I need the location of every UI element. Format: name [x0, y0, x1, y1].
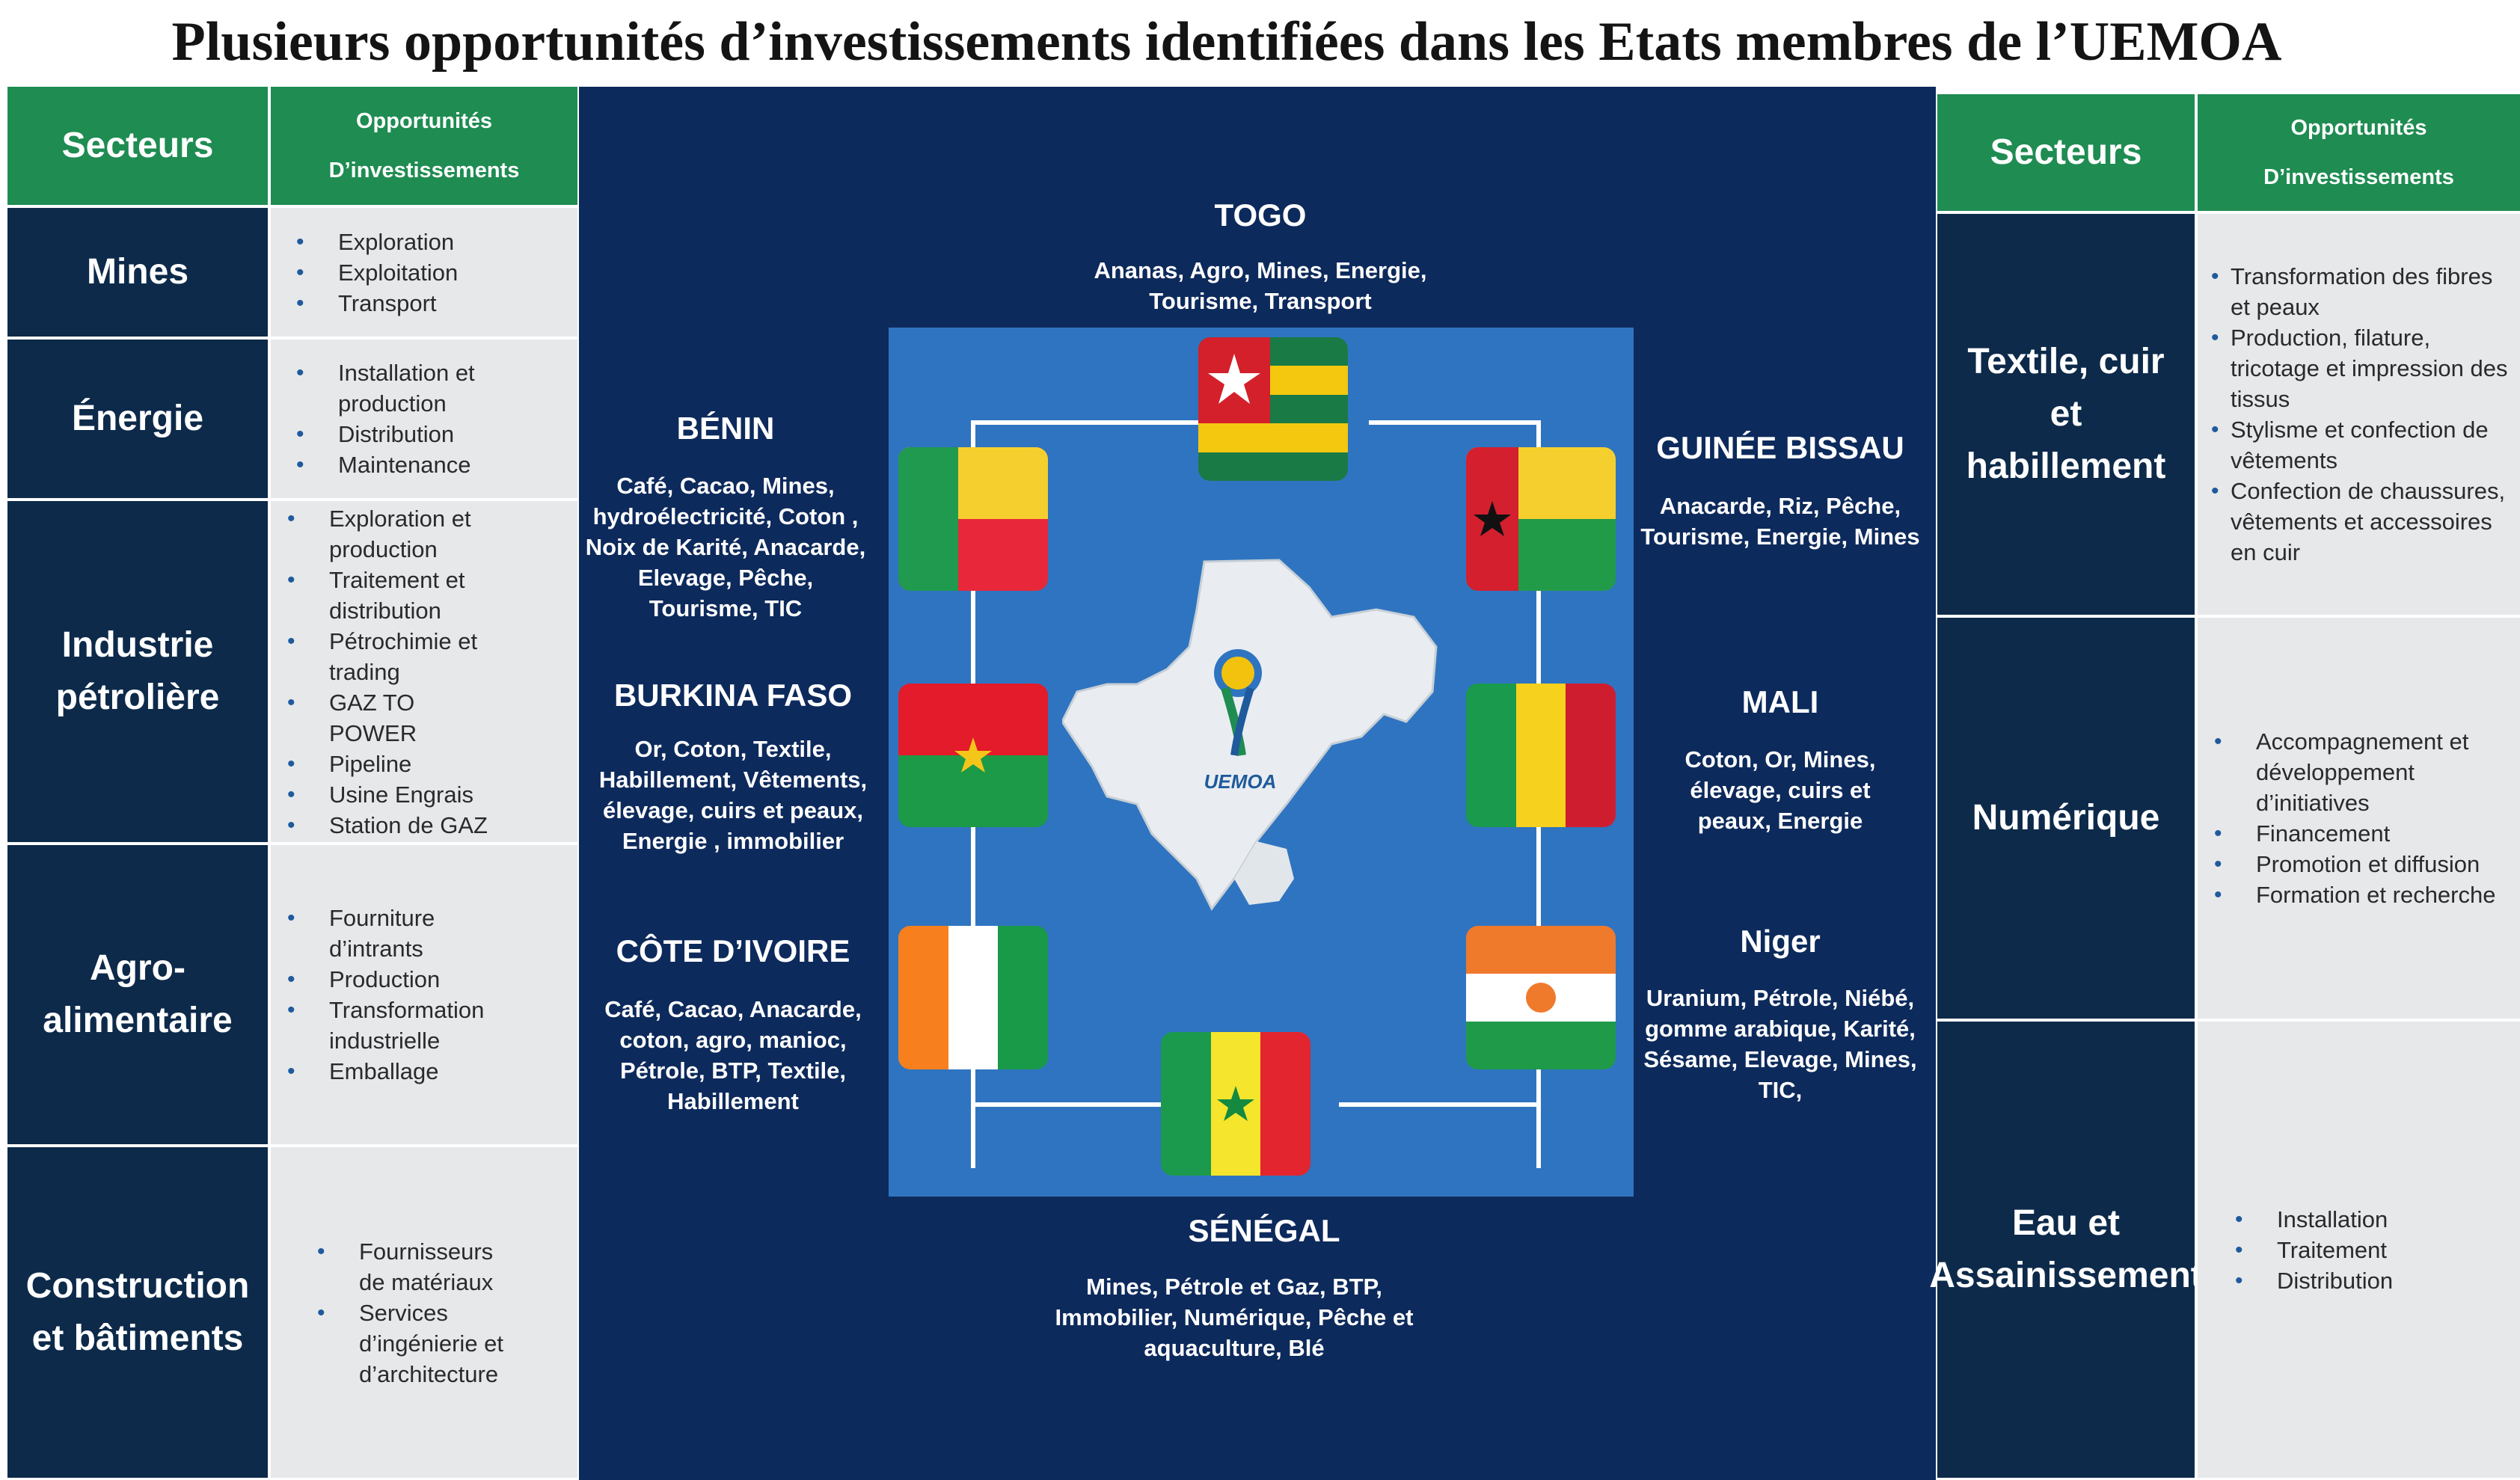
country-list-burkina: Or, Coton, Textile, Habillement, Vêtemen…: [598, 736, 868, 854]
country-name-benin: BÉNIN: [676, 411, 775, 446]
header-secteurs: Secteurs: [7, 87, 268, 205]
country-list-benin: Café, Cacao, Mines, hydroélectricité, Co…: [585, 473, 866, 621]
flag-guinee-bissau: [1466, 447, 1616, 591]
sector-row-energie: Énergie Installation et production Distr…: [7, 337, 577, 498]
country-list-guinee: Anacarde, Riz, Pêche, Tourisme, Energie,…: [1640, 493, 1920, 550]
sector-name: Numérique: [1937, 615, 2195, 1019]
sector-opportunities: Exploration Exploitation Transport: [271, 205, 577, 337]
country-name-burkina: BURKINA FASO: [613, 678, 853, 713]
flag-togo: [1198, 337, 1348, 481]
header-opportunites: Opportunités D’investissements: [271, 87, 577, 205]
sector-opportunities: Fournisseurs de matériaux Services d’ing…: [271, 1144, 577, 1478]
sector-row-construction: Construction et bâtiments Fournisseurs d…: [7, 1144, 577, 1478]
frame-line-top-right: [1369, 420, 1539, 425]
frame-line-bottom-left: [971, 1102, 1165, 1107]
country-name-guinee: GUINÉE BISSAU: [1656, 430, 1904, 465]
sector-name: Textile, cuir et habillement: [1937, 211, 2195, 615]
sector-opportunities: Accompagnement et développement d’initia…: [2198, 615, 2520, 1019]
country-name-cotedivoire: CÔTE D’IVOIRE: [616, 933, 850, 968]
right-table-header: Secteurs Opportunités D’investissements: [1937, 94, 2520, 211]
sector-name: Construction et bâtiments: [7, 1144, 268, 1478]
sector-row-mines: Mines Exploration Exploitation Transport: [7, 205, 577, 337]
flag-benin: [898, 447, 1048, 591]
header-opportunites: Opportunités D’investissements: [2198, 94, 2520, 211]
country-name-togo: TOGO: [1214, 197, 1307, 233]
country-list-mali: Coton, Or, Mines, élevage, cuirs et peau…: [1684, 746, 1876, 834]
flag-senegal: [1161, 1032, 1310, 1176]
left-table-header: Secteurs Opportunités D’investissements: [7, 87, 577, 205]
sector-name: Industrie pétrolière: [7, 498, 268, 842]
country-list-niger: Uranium, Pétrole, Niébé, gomme arabique,…: [1643, 985, 1917, 1103]
country-name-mali: MALI: [1741, 684, 1819, 719]
sector-name: Agro-alimentaire: [7, 842, 268, 1144]
uemoa-logo-text: UEMOA: [1204, 770, 1277, 793]
header-secteurs: Secteurs: [1937, 94, 2195, 211]
flag-mali: [1466, 684, 1616, 827]
page-title: Plusieurs opportunités d’investissements…: [171, 11, 2282, 73]
flag-cotedivoire: [898, 926, 1048, 1069]
frame-line-top-left: [972, 420, 1204, 425]
right-sectors-table: Secteurs Opportunités D’investissements …: [1929, 94, 2520, 1478]
sector-opportunities: Fourniture d’intrants Production Transfo…: [271, 842, 577, 1144]
flag-burkina: [898, 684, 1048, 827]
sector-row-numerique: Numérique Accompagnement et développemen…: [1937, 615, 2520, 1019]
sector-name: Énergie: [7, 337, 268, 498]
frame-line-bottom-right: [1339, 1102, 1541, 1107]
sector-opportunities: Installation et production Distribution …: [271, 337, 577, 498]
country-list-togo: Ananas, Agro, Mines, Energie, Tourisme, …: [1094, 257, 1427, 314]
sector-opportunities: Transformation des fibres et peaux Produ…: [2198, 211, 2520, 615]
flag-niger: [1466, 926, 1616, 1069]
country-name-niger: Niger: [1740, 924, 1821, 959]
country-name-senegal: SÉNÉGAL: [1188, 1213, 1340, 1248]
sector-row-agro-alimentaire: Agro-alimentaire Fourniture d’intrants P…: [7, 842, 577, 1144]
sector-opportunities: Installation Traitement Distribution: [2198, 1019, 2520, 1478]
sector-row-textile: Textile, cuir et habillement Transformat…: [1937, 211, 2520, 615]
sector-row-industrie-petroliere: Industrie pétrolière Exploration et prod…: [7, 498, 577, 842]
sector-row-eau: Eau et Assainissement Installation Trait…: [1929, 1019, 2520, 1478]
sector-name: Eau et Assainissement: [1929, 1019, 2203, 1478]
country-list-senegal: Mines, Pétrole et Gaz, BTP, Immobilier, …: [1055, 1274, 1414, 1361]
country-list-cotedivoire: Café, Cacao, Anacarde, coton, agro, mani…: [604, 996, 862, 1114]
sector-opportunities: Exploration et production Traitement et …: [271, 498, 577, 842]
left-sectors-table: Secteurs Opportunités D’investissements …: [7, 87, 577, 1478]
sector-name: Mines: [7, 205, 268, 337]
uemoa-map: UEMOA: [1061, 557, 1451, 916]
